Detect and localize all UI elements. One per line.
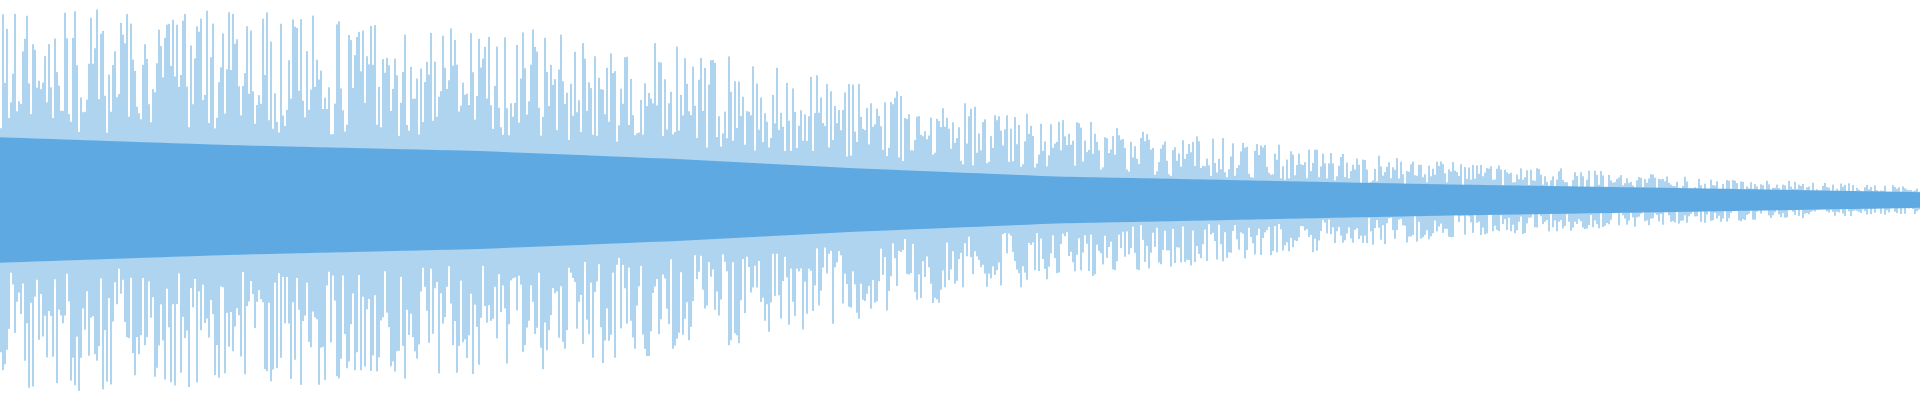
waveform-core-band [0, 137, 1920, 263]
waveform-peaks [0, 9, 1920, 391]
